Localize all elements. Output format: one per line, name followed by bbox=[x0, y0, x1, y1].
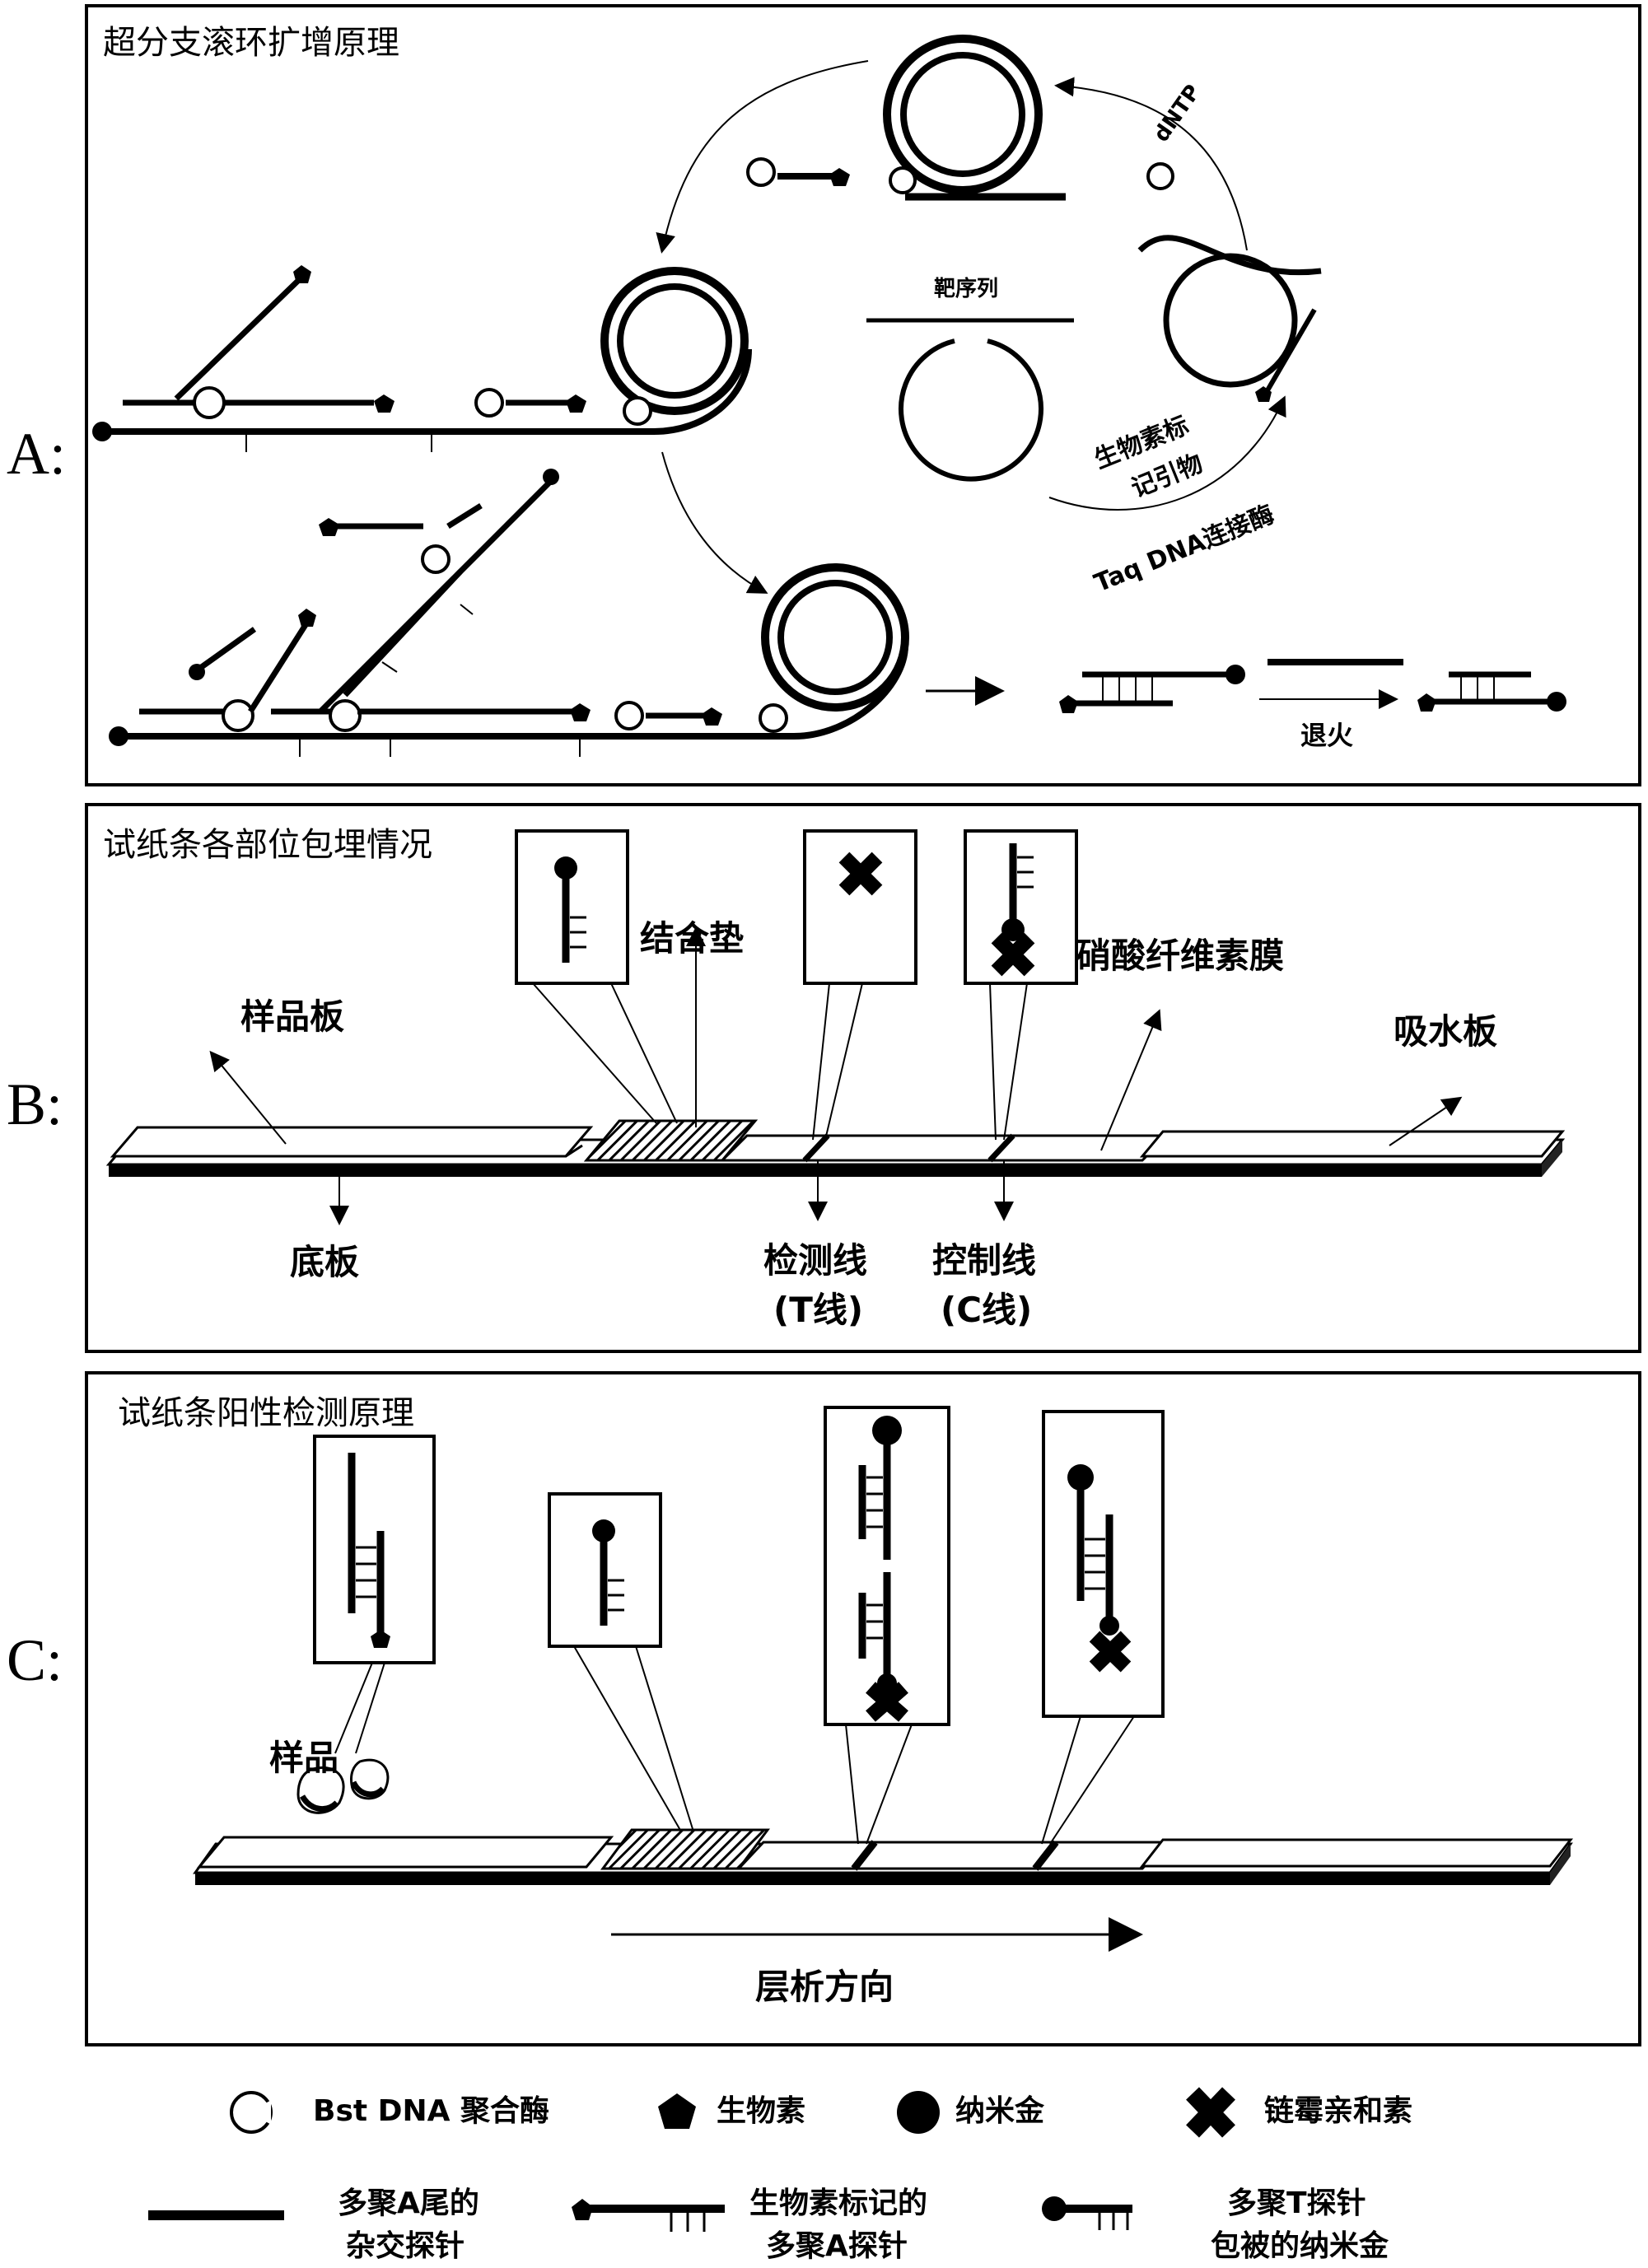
panel-a: 超分支滚环扩增原理 bbox=[85, 4, 1641, 786]
panel-c-title: 试纸条阳性检测原理 bbox=[118, 1394, 414, 1432]
cycle-arc-top-left bbox=[656, 60, 869, 254]
callout-sample-hybrid bbox=[313, 1435, 436, 1664]
cycle-arc-bottom-right bbox=[1048, 395, 1286, 511]
label-direction: 层析方向 bbox=[755, 1967, 894, 2007]
legend-polymerase: Bst DNA 聚合酶 bbox=[313, 2094, 550, 2128]
legend-streptavidin: 链霉亲和素 bbox=[1264, 2094, 1413, 2128]
label-conjugate-pad: 结合垫 bbox=[640, 918, 745, 959]
legend-gold: 纳米金 bbox=[955, 2094, 1045, 2128]
c-test-line bbox=[851, 1840, 878, 1871]
label-absorbent-pad: 吸水板 bbox=[1394, 1011, 1498, 1052]
legend-polyA-probe-1: 多聚A尾的 bbox=[338, 2186, 479, 2220]
callout-conjugate bbox=[515, 829, 629, 985]
label-nc-membrane: 硝酸纤维素膜 bbox=[1076, 936, 1285, 976]
legend-polyA-probe-2: 杂交探针 bbox=[346, 2229, 465, 2263]
biotin-icon bbox=[658, 2093, 696, 2129]
c-absorbent-pad bbox=[1139, 1838, 1574, 1868]
gold-icon bbox=[897, 2091, 940, 2134]
label-test-line: 检测线 bbox=[763, 1240, 868, 1281]
panel-b-strip bbox=[105, 829, 1566, 1225]
panel-b-label: B: bbox=[7, 1071, 63, 1137]
control-line bbox=[987, 1133, 1015, 1163]
panel-c-label: C: bbox=[7, 1627, 63, 1693]
panel-a-diagram: 靶序列 dNTP 生物素标 记引物 Taq DNA连接酶 bbox=[92, 35, 1566, 757]
streptavidin-icon bbox=[1186, 2087, 1235, 2138]
panel-a-title: 超分支滚环扩增原理 bbox=[103, 24, 399, 62]
label-control-line-sub: (C线) bbox=[941, 1290, 1033, 1330]
panel-b: 试纸条各部位包埋情况 bbox=[85, 803, 1641, 1353]
rca-circle-right bbox=[1137, 162, 1322, 402]
conjugate-pad bbox=[583, 1119, 759, 1162]
label-sample-pad: 样品板 bbox=[240, 996, 345, 1037]
c-control-line bbox=[1032, 1840, 1059, 1871]
legend-biotin: 生物素 bbox=[717, 2094, 806, 2128]
product-duplex-right bbox=[1417, 671, 1566, 712]
absorbent-pad bbox=[1139, 1130, 1566, 1158]
test-line bbox=[802, 1133, 830, 1163]
target-sequence: 靶序列 bbox=[866, 276, 1074, 482]
biotin-polyA-icon bbox=[572, 2199, 725, 2232]
svg-text:Taq DNA连接酶: Taq DNA连接酶 bbox=[1090, 500, 1278, 598]
cycle-arc-top-right bbox=[1054, 77, 1248, 251]
svg-text:靶序列: 靶序列 bbox=[934, 276, 998, 301]
nc-membrane bbox=[719, 1134, 1170, 1162]
rca-circle-middle bbox=[92, 265, 752, 452]
sample-pad bbox=[110, 1126, 594, 1158]
c-conjugate-pad bbox=[600, 1828, 770, 1870]
legend-biotin-polyA-1: 生物素标记的 bbox=[749, 2186, 928, 2220]
polyT-gold-icon bbox=[1042, 2196, 1132, 2230]
panel-c: 试纸条阳性检测原理 bbox=[85, 1371, 1641, 2046]
rca-circle-top bbox=[746, 35, 1066, 201]
product-duplex-left bbox=[1059, 665, 1245, 713]
panel-a-label: A: bbox=[7, 421, 66, 487]
legend-symbols bbox=[148, 2087, 1235, 2232]
label-test-line-sub: (T线) bbox=[773, 1290, 864, 1330]
label-backing: 底板 bbox=[290, 1242, 360, 1282]
callout-c-control-line bbox=[1042, 1410, 1165, 1718]
cycle-arc-left bbox=[661, 451, 768, 594]
label-sample: 样品 bbox=[269, 1738, 339, 1778]
legend-polyT-gold-1: 多聚T探针 bbox=[1227, 2186, 1366, 2220]
c-nc-membrane bbox=[735, 1841, 1170, 1870]
legend-biotin-polyA-2: 多聚A探针 bbox=[766, 2229, 908, 2263]
svg-text:退火: 退火 bbox=[1300, 720, 1353, 751]
legend-polyT-gold-2: 包被的纳米金 bbox=[1211, 2229, 1389, 2263]
rca-circle-bottom bbox=[109, 469, 909, 757]
panel-b-title: 试纸条各部位包埋情况 bbox=[103, 826, 432, 864]
label-control-line: 控制线 bbox=[932, 1240, 1037, 1281]
callout-test-line bbox=[803, 829, 917, 985]
panel-c-strip bbox=[193, 1406, 1574, 1952]
svg-text:dNTP: dNTP bbox=[1149, 81, 1206, 147]
c-sample-pad bbox=[196, 1836, 614, 1869]
